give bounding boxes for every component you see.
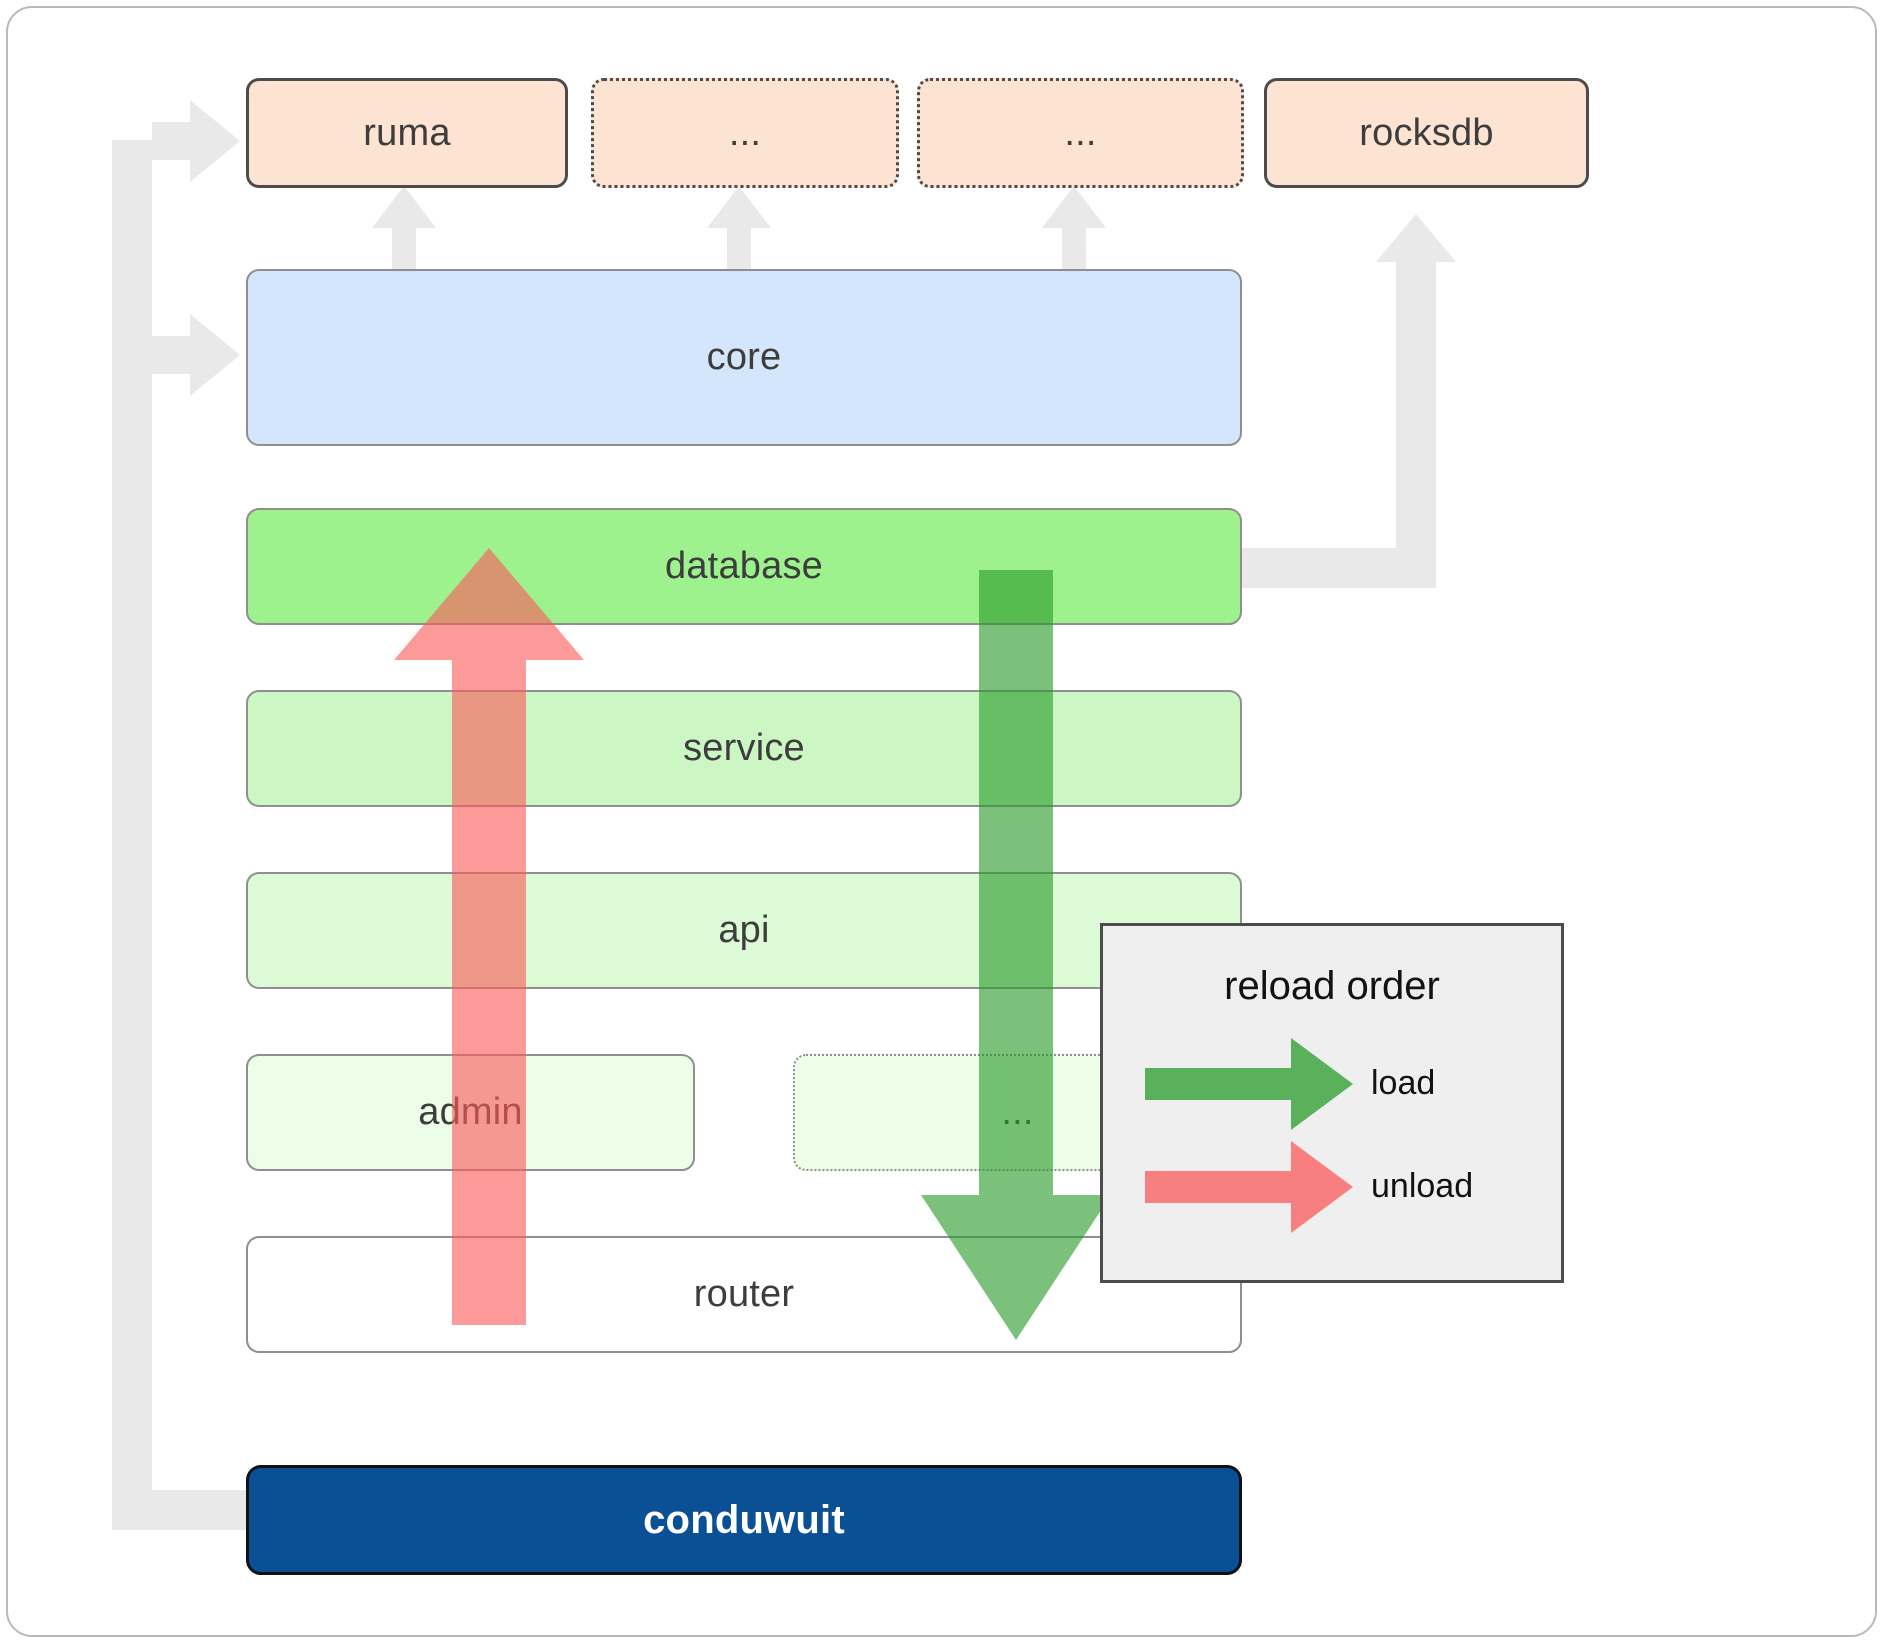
layer-box-service[interactable]: service xyxy=(246,690,1242,807)
layer-label: admin xyxy=(418,1091,523,1133)
layer-box-api[interactable]: api xyxy=(246,872,1242,989)
legend-panel: reload order load unload xyxy=(1100,923,1564,1283)
dependency-box-placeholder-2[interactable]: ... xyxy=(917,78,1244,188)
legend-item-label-load: load xyxy=(1371,1064,1436,1102)
legend-item-label-unload: unload xyxy=(1371,1167,1474,1205)
legend-title: reload order xyxy=(1224,964,1440,1008)
legend-unload-arrow-icon xyxy=(1145,1141,1353,1233)
layer-label: ... xyxy=(1001,1091,1034,1133)
dependency-label: rocksdb xyxy=(1359,111,1494,154)
layer-box-router[interactable]: router xyxy=(246,1236,1242,1353)
layer-box-core[interactable]: core xyxy=(246,269,1242,446)
dependency-label: ruma xyxy=(363,111,451,154)
app-label: conduwuit xyxy=(643,1497,845,1542)
dependency-box-rocksdb[interactable]: rocksdb xyxy=(1264,78,1589,188)
layer-label: database xyxy=(665,545,823,587)
dependency-label: ... xyxy=(728,111,762,154)
diagram-frame xyxy=(6,6,1877,1637)
dependency-box-ruma[interactable]: ruma xyxy=(246,78,568,188)
legend-load-arrow-icon xyxy=(1145,1038,1353,1130)
legend-arrow-icons xyxy=(1145,1038,1353,1233)
layer-label: core xyxy=(706,336,782,378)
layer-box-database[interactable]: database xyxy=(246,508,1242,625)
app-box-conduwuit[interactable]: conduwuit xyxy=(246,1465,1242,1575)
dependency-label: ... xyxy=(1064,111,1097,154)
layer-label: router xyxy=(693,1273,795,1315)
dependency-box-placeholder-1[interactable]: ... xyxy=(591,78,899,188)
layer-box-admin[interactable]: admin xyxy=(246,1054,695,1171)
layer-label: service xyxy=(683,727,805,769)
layer-label: api xyxy=(718,909,770,951)
